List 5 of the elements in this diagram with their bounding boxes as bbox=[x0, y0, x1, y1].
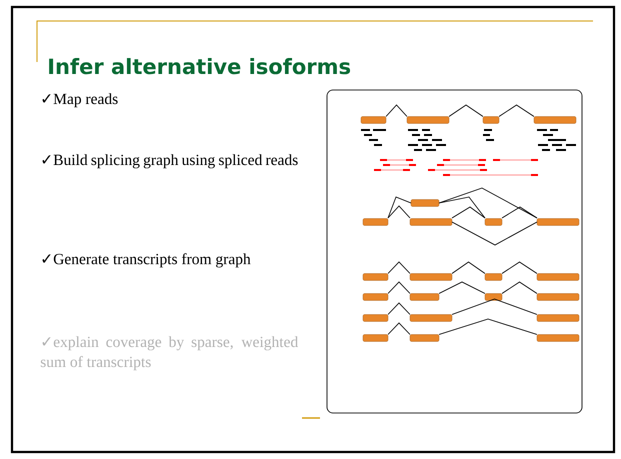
slide-title: Infer alternative isoforms bbox=[49, 58, 350, 74]
bullet-text: ✓Map reads bbox=[42, 93, 118, 108]
bullet-text: ✓explain coverage by sparse, weighted sum of transcripts bbox=[40, 336, 298, 370]
bullet-text: ✓Generate transcripts from graph bbox=[42, 253, 251, 268]
bullet-text: ✓Build splicing graph using spliced reads bbox=[42, 154, 298, 168]
